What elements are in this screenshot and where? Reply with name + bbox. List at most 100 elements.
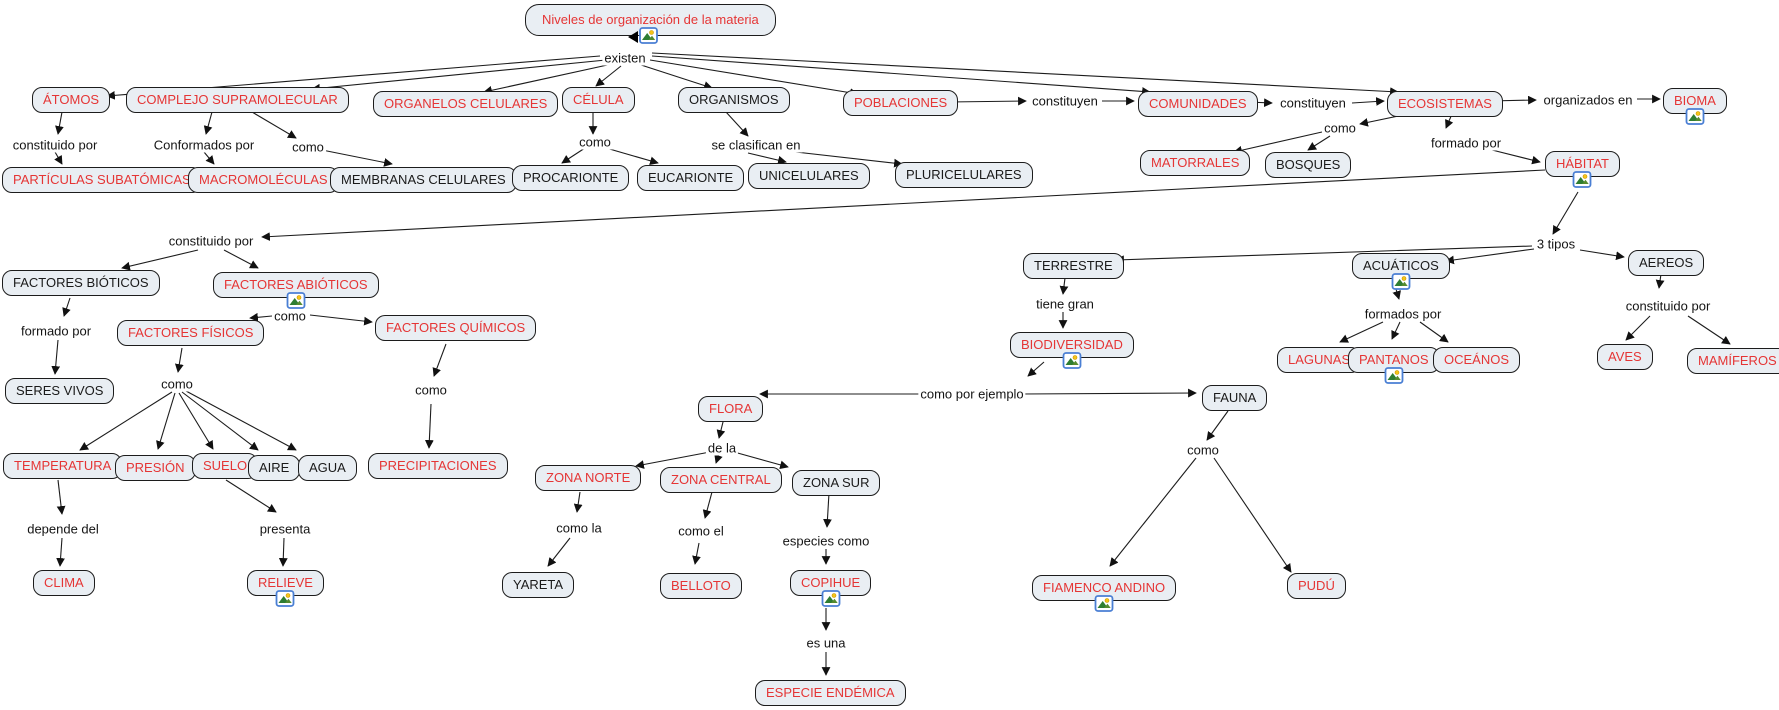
linking-phrase-constituido-por[interactable]: constituido por [10, 137, 100, 153]
linking-phrase-como[interactable]: como [290, 139, 326, 155]
linking-phrase-formado-por[interactable]: formado por [1428, 135, 1504, 151]
linking-phrase-es-una[interactable]: es una [804, 635, 848, 651]
node-unicelulares[interactable]: UNICELULARES [748, 163, 870, 189]
node-complejo-supramolecular[interactable]: COMPLEJO SUPRAMOLECULAR [126, 87, 349, 113]
image-resource-icon[interactable] [286, 292, 306, 309]
node-zona-central[interactable]: ZONA CENTRAL [660, 467, 782, 493]
linking-phrase-constituyen[interactable]: constituyen [1278, 95, 1348, 111]
node-ecosistemas[interactable]: ECOSISTEMAS [1387, 91, 1503, 117]
linking-phrase-como[interactable]: como [159, 376, 195, 392]
linking-phrase-existen[interactable]: existen [602, 50, 648, 66]
node-acuaticos[interactable]: ACUÁTICOS [1352, 253, 1450, 290]
node-label: FIAMENCO ANDINO [1043, 580, 1166, 595]
linking-phrase-como[interactable]: como [272, 308, 308, 324]
node-bioma[interactable]: BIOMA [1663, 88, 1727, 125]
image-resource-icon[interactable] [639, 27, 658, 44]
node-biodiversidad[interactable]: BIODIVERSIDAD [1010, 332, 1134, 369]
linking-phrase-como[interactable]: como [1322, 120, 1358, 136]
node-aire[interactable]: AIRE [248, 455, 301, 481]
node-factores-quimicos[interactable]: FACTORES QUÍMICOS [375, 315, 537, 341]
node-bosques[interactable]: BOSQUES [1265, 152, 1352, 178]
node-fiamenco-andino[interactable]: FIAMENCO ANDINO [1032, 575, 1177, 612]
node-zona-norte[interactable]: ZONA NORTE [535, 465, 642, 491]
linking-phrase-depende-del[interactable]: depende del [25, 521, 101, 537]
node-terrestre[interactable]: TERRESTRE [1023, 253, 1124, 279]
image-resource-icon[interactable] [1062, 352, 1082, 369]
node-aves[interactable]: AVES [1597, 344, 1653, 370]
node-organelos-celulares[interactable]: ORGANELOS CELULARES [373, 91, 559, 117]
node-organismos[interactable]: ORGANISMOS [678, 87, 790, 113]
linking-phrase-especies-como[interactable]: especies como [780, 533, 872, 549]
node-mamiferos[interactable]: MAMÍFEROS [1687, 348, 1779, 374]
node-eucarionte[interactable]: EUCARIONTE [637, 165, 745, 191]
node-matorrales[interactable]: MATORRALES [1140, 150, 1251, 176]
image-resource-icon[interactable] [1573, 171, 1592, 188]
linking-phrase-como-la[interactable]: como la [554, 520, 604, 536]
image-resource-icon[interactable] [1391, 273, 1411, 290]
node-precipitaciones[interactable]: PRECIPITACIONES [368, 453, 508, 479]
node-factores-fisicos[interactable]: FACTORES FÍSICOS [117, 320, 265, 346]
node-label: FACTORES ABIÓTICOS [224, 277, 368, 292]
linking-phrase-como[interactable]: como [577, 134, 613, 150]
node-pantanos[interactable]: PANTANOS [1348, 347, 1440, 384]
node-copihue[interactable]: COPIHUE [790, 570, 872, 607]
image-resource-icon[interactable] [1685, 108, 1705, 125]
node-presion[interactable]: PRESIÓN [115, 455, 196, 481]
node-celula[interactable]: CÉLULA [562, 87, 635, 113]
node-label: BIODIVERSIDAD [1021, 337, 1123, 352]
node-label: PANTANOS [1359, 352, 1429, 367]
node-label: HÁBITAT [1556, 156, 1609, 171]
node-yareta[interactable]: YARETA [502, 572, 575, 598]
node-oceanos[interactable]: OCEÁNOS [1433, 347, 1521, 373]
node-factores-abioticos[interactable]: FACTORES ABIÓTICOS [213, 272, 379, 309]
node-belloto[interactable]: BELLOTO [660, 573, 742, 599]
node-particulas-subatomicas[interactable]: PARTÍCULAS SUBATÓMICAS [2, 167, 202, 193]
linking-phrase-organizados-en[interactable]: organizados en [1541, 92, 1635, 108]
node-pudu[interactable]: PUDÚ [1287, 573, 1346, 599]
node-especie-endemica[interactable]: ESPECIE ENDÉMICA [755, 680, 906, 706]
linking-phrase-constituyen[interactable]: constituyen [1030, 93, 1100, 109]
node-aereos[interactable]: AEREOS [1628, 250, 1705, 276]
flag-marker-icon [628, 31, 638, 43]
linking-phrase-como[interactable]: como [413, 382, 449, 398]
node-agua[interactable]: AGUA [298, 455, 357, 481]
node-procarionte[interactable]: PROCARIONTE [512, 165, 630, 191]
node-zona-sur[interactable]: ZONA SUR [792, 470, 881, 496]
image-resource-icon[interactable] [1384, 367, 1404, 384]
node-factores-bioticos[interactable]: FACTORES BIÓTICOS [2, 270, 160, 296]
image-resource-icon[interactable] [821, 590, 841, 607]
node-relieve[interactable]: RELIEVE [247, 570, 324, 607]
node-membranas-celulares[interactable]: MEMBRANAS CELULARES [330, 167, 517, 193]
node-comunidades[interactable]: COMUNIDADES [1138, 91, 1258, 117]
linking-phrase-presenta[interactable]: presenta [257, 521, 313, 537]
node-habitat[interactable]: HÁBITAT [1545, 151, 1620, 188]
linking-phrase-como[interactable]: como [1185, 442, 1221, 458]
node-label: BIOMA [1674, 93, 1716, 108]
linking-phrase-constituido-por[interactable]: constituido por [166, 233, 256, 249]
linking-phrase-de-la[interactable]: de la [705, 440, 739, 456]
node-pluricelulares[interactable]: PLURICELULARES [895, 162, 1033, 188]
node-poblaciones[interactable]: POBLACIONES [843, 90, 959, 116]
linking-phrase-formados-por[interactable]: formados por [1362, 306, 1444, 322]
linking-phrase-como-el[interactable]: como el [676, 523, 726, 539]
linking-phrase-formado-por[interactable]: formado por [18, 323, 94, 339]
image-resource-icon[interactable] [276, 590, 295, 607]
linking-phrase-tiene-gran[interactable]: tiene gran [1034, 296, 1096, 312]
node-flora[interactable]: FLORA [698, 396, 764, 422]
node-seres-vivos[interactable]: SERES VIVOS [5, 378, 115, 404]
node-temperatura[interactable]: TEMPERATURA [3, 453, 123, 479]
linking-phrase-constituido-por[interactable]: constituido por [1623, 298, 1713, 314]
node-label: ACUÁTICOS [1363, 258, 1439, 273]
image-resource-icon[interactable] [1094, 595, 1114, 612]
node-fauna[interactable]: FAUNA [1202, 385, 1268, 411]
node-label: RELIEVE [258, 575, 313, 590]
linking-phrase-como-por-ejemplo[interactable]: como por ejemplo [918, 386, 1026, 402]
node-atomos[interactable]: ÁTOMOS [32, 87, 111, 113]
linking-phrase-se-clasifican-en[interactable]: se clasifican en [709, 137, 803, 153]
linking-phrase-conformados-por[interactable]: Conformados por [151, 137, 257, 153]
node-macromoleculas[interactable]: MACROMOLÉCULAS [188, 167, 339, 193]
linking-phrase-3-tipos[interactable]: 3 tipos [1534, 236, 1578, 252]
node-clima[interactable]: CLIMA [33, 570, 95, 596]
node-suelo[interactable]: SUELO [192, 453, 259, 479]
